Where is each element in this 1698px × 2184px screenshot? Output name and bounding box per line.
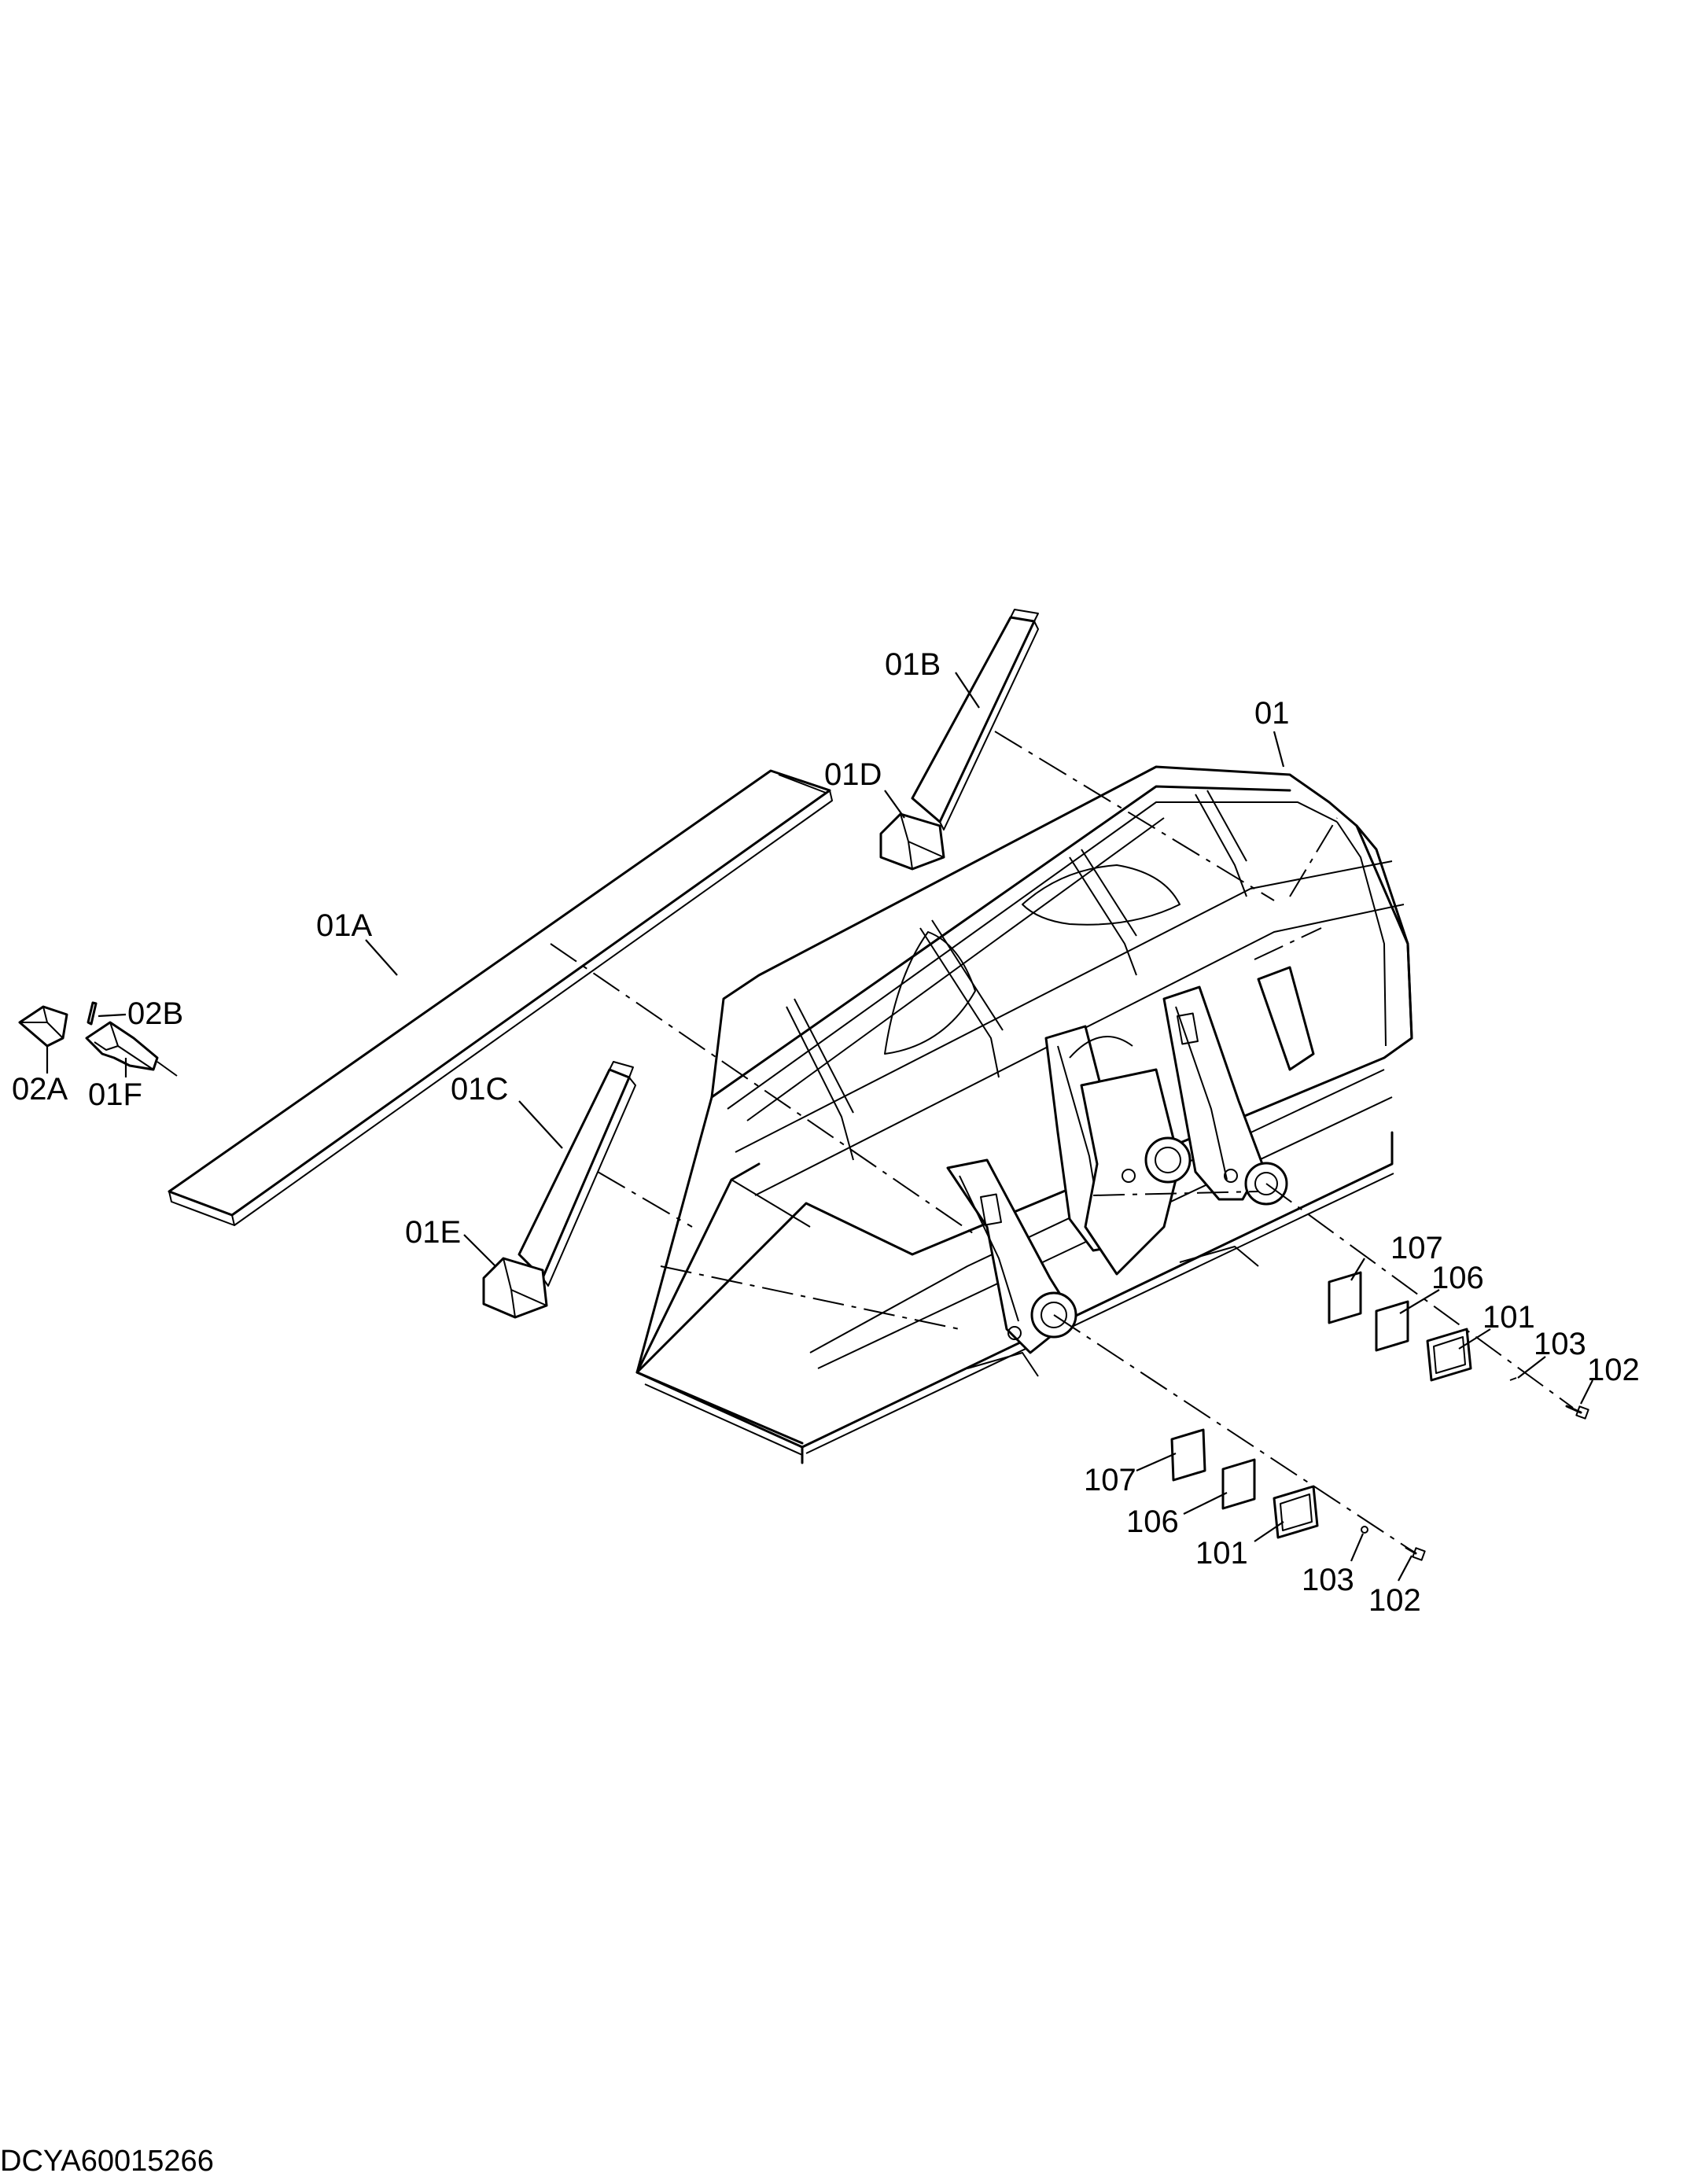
label-01: 01 xyxy=(1254,696,1290,731)
washer-103-right xyxy=(1509,1377,1517,1381)
wear-block-01E xyxy=(482,1257,548,1319)
label-101-right: 101 xyxy=(1483,1300,1535,1335)
label-101-lower: 101 xyxy=(1195,1536,1248,1571)
label-01C: 01C xyxy=(451,1072,508,1107)
tooth-tip-02A xyxy=(18,1005,68,1048)
label-01D: 01D xyxy=(824,757,882,792)
shim-107-right xyxy=(1328,1271,1362,1324)
label-103-right: 103 xyxy=(1534,1327,1586,1361)
pin-02B xyxy=(87,1001,98,1026)
washer-103-lower xyxy=(1361,1526,1368,1534)
shim-107-lower xyxy=(1170,1428,1206,1482)
drawing-reference-code: DCYA60015266 xyxy=(0,2145,214,2178)
label-01E: 01E xyxy=(405,1215,461,1250)
label-107-lower: 107 xyxy=(1084,1463,1136,1497)
bolt-102-right xyxy=(1565,1405,1589,1420)
plate-101-right xyxy=(1426,1328,1472,1382)
label-106-right: 106 xyxy=(1431,1261,1484,1295)
label-102-lower: 102 xyxy=(1368,1583,1421,1618)
shim-106-right xyxy=(1375,1300,1409,1352)
side-cutter-01B xyxy=(911,609,1039,831)
label-01A: 01A xyxy=(316,908,372,943)
adapter-01F xyxy=(85,1021,159,1071)
leader-lines xyxy=(46,672,1593,1582)
cutting-edge-01A xyxy=(168,769,833,1226)
label-02A: 02A xyxy=(12,1072,68,1107)
label-107-right: 107 xyxy=(1390,1231,1443,1265)
label-106-lower: 106 xyxy=(1126,1504,1179,1539)
assembly-centerlines xyxy=(157,731,1574,1554)
bucket-body xyxy=(635,765,1413,1464)
label-103-lower: 103 xyxy=(1302,1563,1354,1597)
label-02B: 02B xyxy=(127,996,183,1031)
label-01B: 01B xyxy=(885,647,941,682)
shim-106-lower xyxy=(1221,1458,1256,1510)
part-labels: 01 01B 01D 01A 01C 01E 02B 02A 01F 107 1… xyxy=(12,647,1640,1618)
wear-block-01D xyxy=(879,812,945,871)
plate-101-lower xyxy=(1273,1485,1319,1539)
label-01F: 01F xyxy=(88,1077,142,1112)
label-102-right: 102 xyxy=(1587,1353,1640,1387)
side-cutter-01C xyxy=(518,1061,636,1287)
